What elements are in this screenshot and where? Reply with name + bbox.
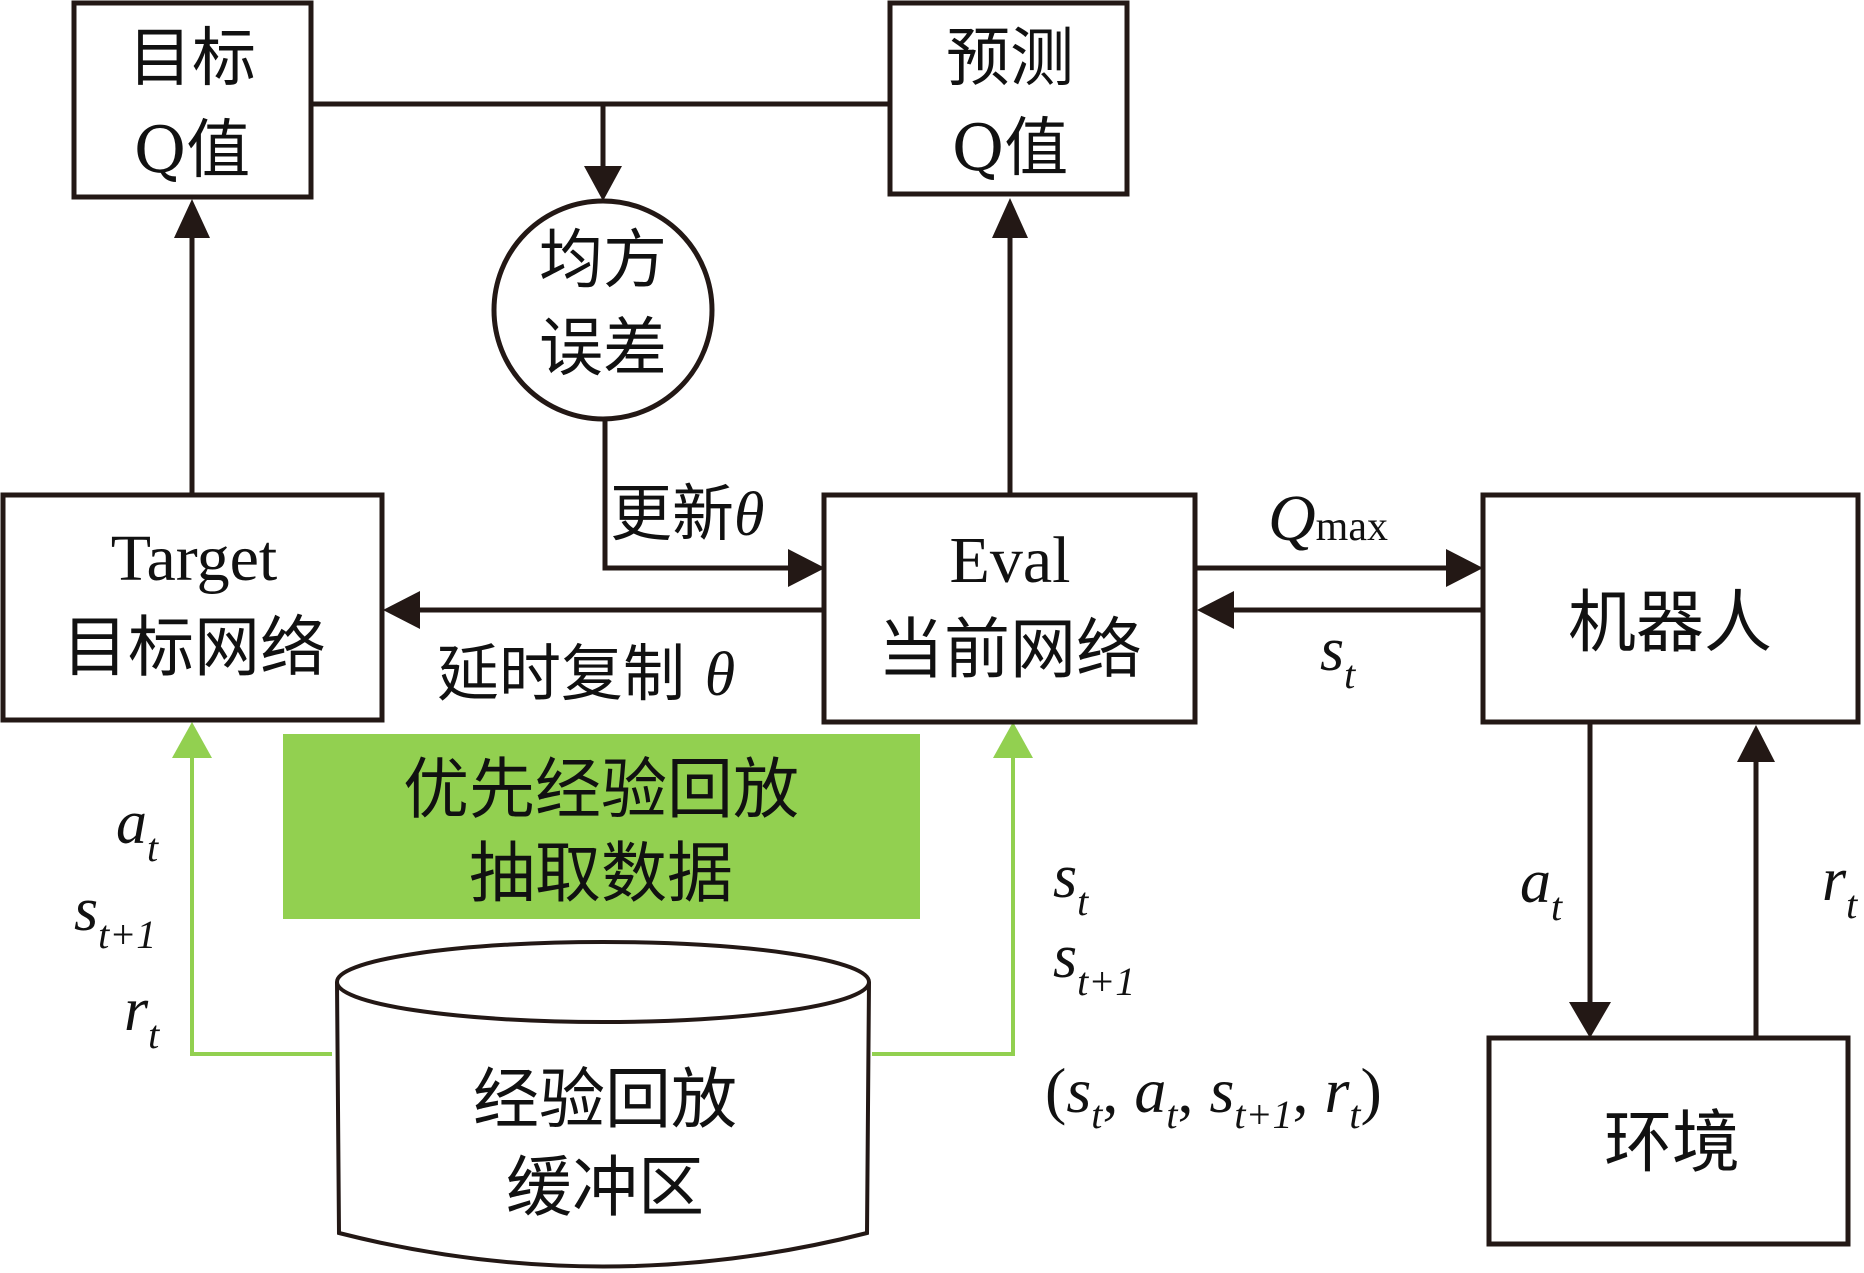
green-arrow-to-target-net-icon — [172, 722, 212, 758]
eval-net-input-labels: st st+1 — [1053, 843, 1135, 1004]
target-q-node: 目标 Q值 — [71, 0, 314, 200]
target-net-line2: 目标网络 — [62, 609, 326, 686]
robot-label: 机器人 — [1568, 584, 1772, 663]
target-q-line1: 目标 — [128, 22, 256, 96]
predicted-q-line2: Q值 — [952, 112, 1068, 186]
target-q-line2: Q值 — [134, 114, 250, 188]
env-reward-label: rt — [1822, 846, 1858, 927]
robot-node: 机器人 — [1480, 492, 1861, 725]
arrow-to-eval-from-robot-icon — [1197, 591, 1234, 629]
environment-label: 环境 — [1604, 1104, 1740, 1183]
arrow-to-robot-from-env-icon — [1737, 725, 1775, 762]
mse-line1: 均方 — [539, 224, 667, 298]
qmax-label: Qmax — [1268, 482, 1388, 555]
transition-tuple-label: (st, at, st+1, rt) — [1045, 1055, 1382, 1137]
arrow-to-target-net-icon — [383, 591, 420, 629]
input-label-s-next: st+1 — [74, 876, 156, 957]
input-label-r: rt — [124, 976, 160, 1057]
eval-net-line2: 当前网络 — [878, 611, 1142, 688]
replay-buffer-node: 经验回放 缓冲区 — [335, 940, 871, 1269]
environment-node: 环境 — [1486, 1035, 1851, 1247]
target-net-line1: Target — [111, 522, 277, 595]
update-theta-label: 更新θ — [610, 477, 764, 550]
input-label-a: at — [116, 789, 159, 870]
arrow-to-eval-net-icon — [788, 549, 825, 587]
buffer-line1: 经验回放 — [473, 1061, 737, 1138]
target-network-node: Target 目标网络 — [0, 492, 385, 723]
arrow-to-predicted-q-icon — [992, 198, 1028, 238]
robot-state-label: st — [1320, 616, 1356, 697]
predicted-q-node: 预测 Q值 — [887, 0, 1130, 197]
buffer-line2: 缓冲区 — [506, 1149, 704, 1226]
per-line1: 优先经验回放 — [403, 751, 799, 828]
buffer-to-eval-net-line — [872, 755, 1015, 1056]
arrow-to-robot-icon — [1446, 549, 1483, 587]
input-label-s: st — [1053, 843, 1089, 924]
eval-net-line1: Eval — [950, 524, 1071, 597]
target-net-input-labels: at st+1 rt — [74, 789, 160, 1057]
input-label-s-next-eval: st+1 — [1053, 923, 1135, 1004]
arrow-to-target-q-icon — [174, 199, 210, 238]
predicted-q-line1: 预测 — [946, 22, 1074, 96]
update-theta-line — [602, 420, 790, 571]
delay-copy-theta-label: 延时复制 θ — [437, 637, 735, 710]
arrow-to-mse-icon — [584, 166, 622, 201]
robot-action-label: at — [1520, 848, 1563, 929]
mse-line2: 误差 — [539, 312, 667, 386]
green-arrow-to-eval-net-icon — [993, 722, 1033, 758]
per-line2: 抽取数据 — [469, 835, 733, 912]
buffer-to-target-net-line — [190, 755, 332, 1056]
eval-network-node: Eval 当前网络 — [821, 492, 1198, 725]
mse-node: 均方 误差 — [491, 198, 715, 422]
arrow-to-environment-icon — [1569, 1002, 1611, 1038]
prioritized-replay-node: 优先经验回放 抽取数据 — [283, 734, 920, 919]
